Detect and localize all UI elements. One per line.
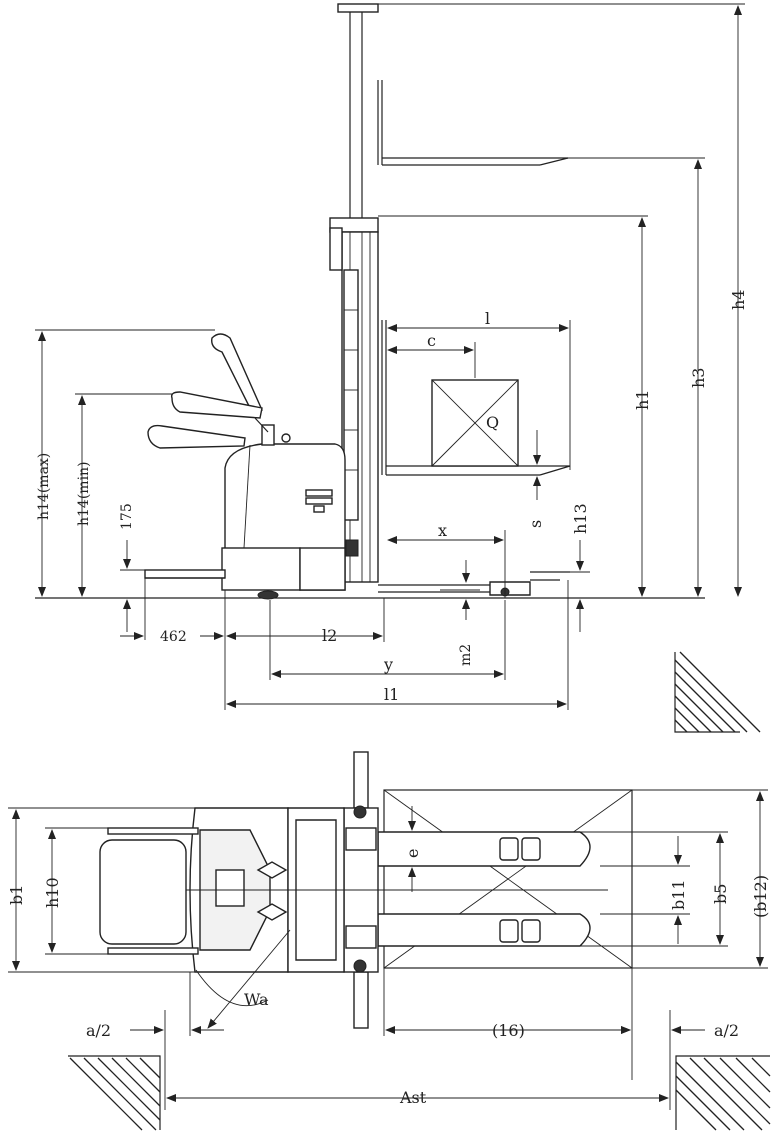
label-x: x bbox=[438, 521, 447, 540]
wall-hatch-left bbox=[68, 1055, 161, 1131]
label-h10: h10 bbox=[43, 877, 62, 908]
load-box: Q bbox=[431, 379, 519, 467]
label-a2-left: a/2 bbox=[86, 1021, 111, 1040]
truck-body bbox=[221, 424, 346, 600]
label-s: s bbox=[526, 520, 545, 528]
label-b12: (b12) bbox=[751, 875, 770, 918]
operator-platform bbox=[144, 569, 226, 579]
label-h14-min: h14(min) bbox=[76, 461, 92, 526]
label-y: y bbox=[383, 655, 393, 674]
label-l1: l1 bbox=[384, 685, 399, 704]
forks-top bbox=[377, 831, 608, 947]
label-b1: b1 bbox=[7, 885, 26, 905]
wall-hatch-right bbox=[675, 1055, 771, 1131]
label-a2-right: a/2 bbox=[714, 1021, 739, 1040]
label-e: e bbox=[403, 849, 422, 858]
label-h1: h1 bbox=[633, 390, 652, 410]
mast bbox=[329, 3, 379, 583]
tiller-arm bbox=[147, 333, 269, 449]
label-h4: h4 bbox=[729, 290, 748, 310]
label-462: 462 bbox=[160, 629, 187, 645]
wa-turning-radius: Wa bbox=[195, 929, 291, 1029]
platform-top bbox=[99, 827, 199, 955]
label-175: 175 bbox=[119, 503, 135, 530]
side-view: Q bbox=[35, 3, 761, 733]
straddle-legs bbox=[378, 571, 570, 597]
label-m2: m2 bbox=[458, 644, 474, 666]
wall-hatch-side bbox=[674, 651, 761, 733]
label-16: (16) bbox=[492, 1021, 525, 1040]
label-b5: b5 bbox=[711, 884, 730, 904]
label-b11: b11 bbox=[669, 879, 688, 910]
top-view: Wa b1 h10 e b11 b5 (b12) bbox=[7, 751, 771, 1131]
label-h14-max: h14(max) bbox=[36, 453, 52, 520]
label-Ast: Ast bbox=[399, 1088, 427, 1107]
label-l: l bbox=[485, 309, 490, 328]
label-l2: l2 bbox=[322, 626, 337, 645]
label-h3: h3 bbox=[689, 368, 708, 388]
raised-fork bbox=[377, 80, 569, 166]
label-h13: h13 bbox=[571, 503, 590, 534]
label-Wa: Wa bbox=[244, 990, 269, 1009]
chassis-top bbox=[180, 807, 378, 973]
label-Q: Q bbox=[486, 413, 499, 432]
label-c: c bbox=[427, 331, 436, 350]
